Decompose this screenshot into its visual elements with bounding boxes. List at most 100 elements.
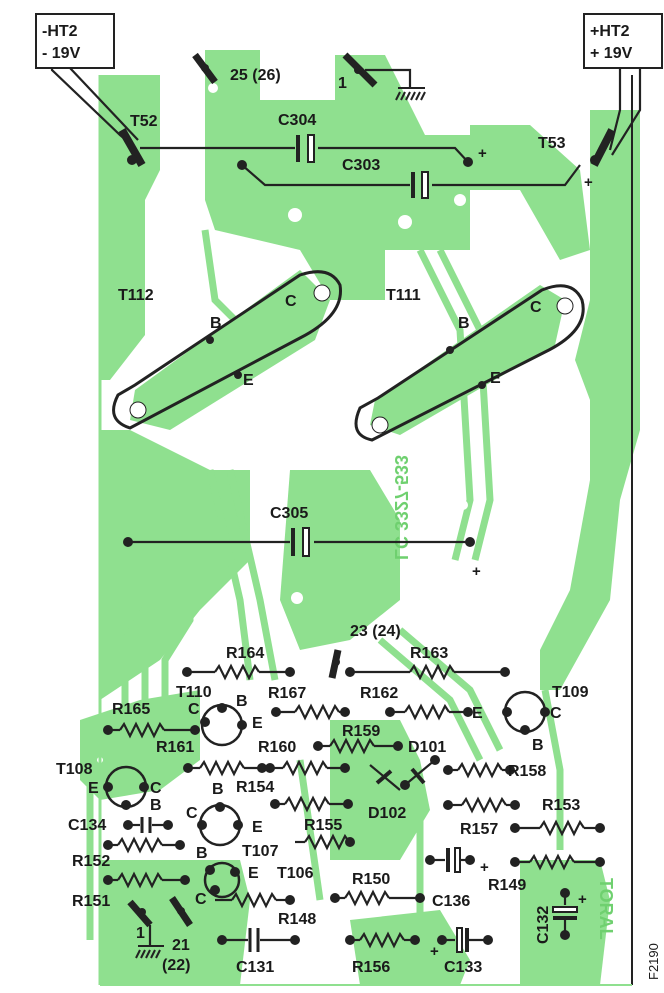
pin-25: 25 (26) [192, 52, 281, 85]
r161-label: R161 [156, 739, 194, 756]
resistor-r153: R153 [510, 797, 605, 836]
b-label-t107: B [212, 781, 224, 798]
c305-plus: + [472, 563, 481, 580]
supply-neg-box: -HT2 - 19V [35, 13, 139, 146]
pin-25-label: 25 (26) [230, 67, 281, 84]
c132-plus: + [578, 891, 587, 908]
terminal-t53: T53 + [538, 128, 616, 191]
t109-b-label: B [532, 737, 544, 754]
capacitor-c131: C131 [217, 928, 300, 976]
supply-pos-line1: +HT2 [590, 23, 630, 40]
t109-c-label: C [550, 705, 562, 722]
pin-21-label: 21 [172, 937, 190, 954]
t110-b-label: B [236, 693, 248, 710]
t53-plus: + [584, 174, 593, 191]
pin-1-top-label: 1 [338, 75, 347, 92]
resistor-r159: R159 [313, 723, 403, 754]
r157-label: R157 [460, 821, 498, 838]
pin-1-bottom: R151 1 [72, 893, 164, 959]
capacitor-c133: + C133 [430, 927, 493, 976]
transistor-t107: C E T107 [186, 802, 279, 860]
r154-label: R154 [236, 779, 274, 796]
pin-23: 23 (24) [328, 623, 401, 679]
resistor-r162: R162 E [360, 685, 483, 722]
t112-label: T112 [118, 287, 154, 304]
t106-c-label: C [195, 891, 207, 908]
t111-collector-label: C [530, 299, 542, 316]
pin-23-label: 23 (24) [350, 623, 401, 640]
t108-label: T108 [56, 761, 93, 778]
t111-label: T111 [386, 287, 421, 304]
t111-base-label: B [458, 315, 470, 332]
d101-label: D101 [408, 739, 446, 756]
t112-emitter-label: E [243, 372, 254, 389]
resistor-r154: B R154 [212, 779, 274, 798]
resistor-r164: R164 [182, 645, 295, 680]
t112-base-label: B [210, 315, 222, 332]
supply-pos-box: +HT2 + 19V [583, 13, 663, 156]
pin-21: 21 (22) [162, 896, 193, 974]
resistor-r148-label-group: R148 [278, 911, 316, 928]
r150-label: R150 [352, 871, 390, 888]
board-outline [98, 75, 633, 986]
transistor-t110: T110 C B E [176, 684, 263, 747]
copper-traces [86, 229, 564, 940]
resistor-r163: R163 [345, 645, 510, 680]
d102-label: D102 [368, 805, 406, 822]
c134-label: C134 [68, 817, 106, 834]
t108-c-label: C [150, 780, 162, 797]
t112-collector-label: C [285, 293, 297, 310]
r160-label: R160 [258, 739, 296, 756]
r165-label: R165 [112, 701, 150, 718]
supply-neg-line2: - 19V [42, 45, 81, 62]
t53-label: T53 [538, 135, 566, 152]
capacitor-c136: + C136 [425, 847, 489, 910]
transistor-t109: T109 C B [502, 684, 589, 754]
transistor-t108: T108 E C B [56, 761, 162, 814]
t107-label: T107 [242, 843, 279, 860]
power-transistor-t112: T112 B C E [112, 270, 342, 430]
t107-e-label: E [252, 819, 263, 836]
diode-d101: D101 [400, 739, 446, 790]
t109-e-label: E [472, 705, 483, 722]
t110-e-label: E [252, 715, 263, 732]
terminal-t52: T52 [118, 113, 158, 167]
c136-plus: + [480, 859, 489, 876]
r164-label: R164 [226, 645, 264, 662]
ground-symbol-top [395, 87, 426, 101]
c136-label: C136 [432, 893, 470, 910]
resistor-r155: R155 [270, 796, 355, 850]
r158-label: R158 [508, 763, 546, 780]
pin-1-bottom-label: 1 [136, 925, 145, 942]
pin-1-top: 1 [338, 52, 426, 101]
t109-label: T109 [552, 684, 589, 701]
c133-plus: + [430, 943, 439, 960]
r152-label: R152 [72, 853, 110, 870]
resistor-row-845: B [103, 837, 208, 862]
resistor-r160: R160 [258, 739, 350, 776]
r149-label: R149 [488, 877, 526, 894]
resistor-row-900 [215, 892, 295, 908]
c133-label: C133 [444, 959, 482, 976]
pin-22-label: (22) [162, 957, 190, 974]
t107-c-label: C [186, 805, 198, 822]
r163-label: R163 [410, 645, 448, 662]
capacitor-c304: C304 + [140, 112, 487, 167]
resistor-r157: R157 [443, 797, 520, 838]
board-mark: LC 3327-533 [391, 455, 411, 560]
c304-label: C304 [278, 112, 316, 129]
supply-neg-line1: -HT2 [42, 23, 78, 40]
capacitor-c134: C134 [68, 817, 173, 834]
c131-label: C131 [236, 959, 274, 976]
resistor-r152: R152 [72, 853, 190, 888]
capacitor-c303: C303 [237, 157, 581, 199]
c305-label: C305 [270, 505, 308, 522]
resistor-r158: R158 [443, 762, 546, 780]
r155-label: R155 [304, 817, 342, 834]
resistor-r161: R161 [156, 739, 267, 776]
r148-label: R148 [278, 911, 316, 928]
transistor-t106: E T106 C [195, 861, 314, 908]
capacitor-c132: + C132 [535, 888, 587, 944]
